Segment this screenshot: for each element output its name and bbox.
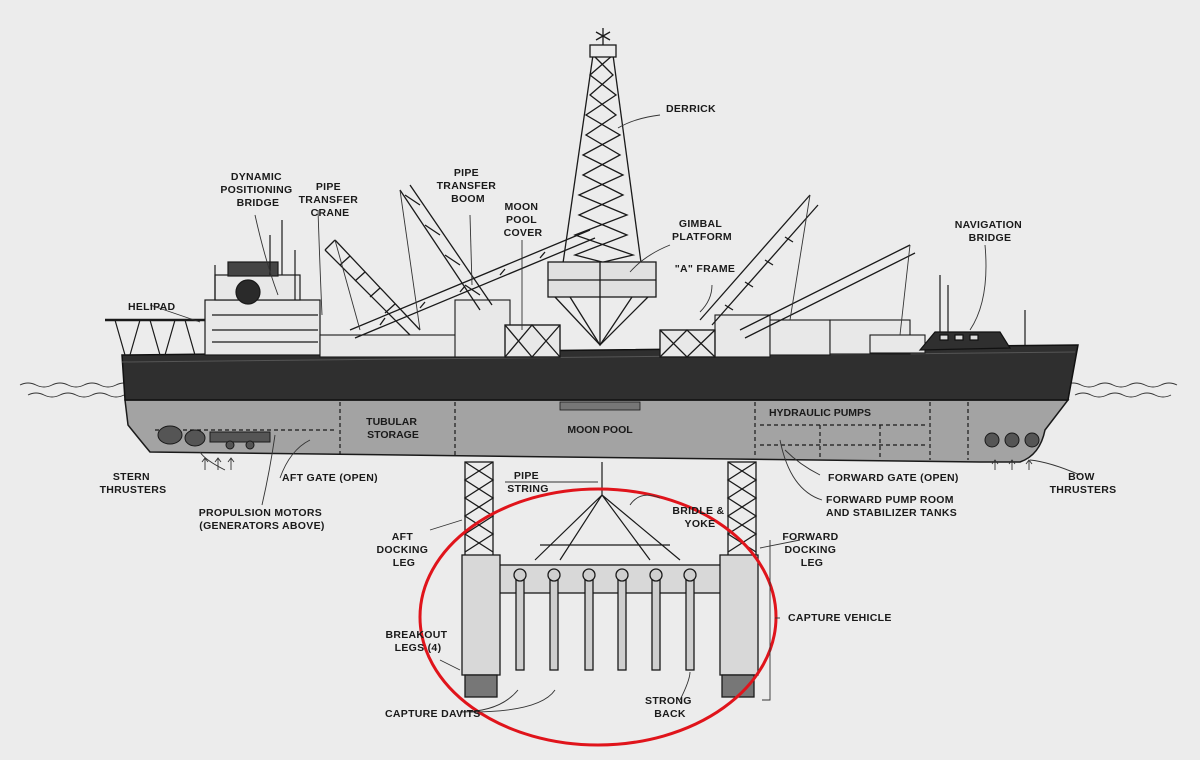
pipe-string-and-bridle: [534, 462, 681, 561]
label-bow-thrusters: BOW THRUSTERS: [1050, 471, 1117, 496]
label-aft-gate: AFT GATE (OPEN): [282, 472, 378, 484]
forward-crane-2: [739, 244, 916, 339]
label-forward-docking-leg: FORWARD DOCKING LEG: [782, 531, 841, 569]
derrick-tower: [561, 28, 643, 271]
deck-lattice: [504, 324, 716, 358]
forward-crane-1: [699, 194, 819, 326]
label-gimbal-platform: GIMBAL PLATFORM: [672, 218, 732, 243]
label-navigation-bridge: NAVIGATION BRIDGE: [955, 219, 1026, 244]
label-moon-pool: MOON POOL: [567, 424, 633, 436]
label-a-frame: "A" FRAME: [675, 263, 736, 275]
label-derrick: DERRICK: [666, 103, 716, 115]
bow-thruster-ports: [984, 432, 1040, 448]
aft-masts: [214, 220, 296, 300]
capture-davits: [513, 568, 697, 671]
aft-docking-leg: [463, 461, 495, 558]
label-capture-vehicle: CAPTURE VEHICLE: [788, 612, 892, 624]
crane-rigging: [334, 189, 911, 336]
label-tubular-storage: TUBULAR STORAGE: [366, 416, 420, 441]
helipad-structure: [105, 318, 205, 356]
label-pipe-string: PIPE STRING: [507, 470, 548, 495]
label-moon-pool-cover: MOON POOL COVER: [504, 201, 543, 239]
label-strong-back: STRONG BACK: [645, 695, 695, 720]
label-pipe-transfer-boom: PIPE TRANSFER BOOM: [437, 167, 500, 205]
label-propulsion-motors: PROPULSION MOTORS (GENERATORS ABOVE): [199, 507, 326, 532]
pipe-transfer-boom: [349, 229, 596, 339]
label-forward-gate: FORWARD GATE (OPEN): [828, 472, 959, 484]
label-stern-thrusters: STERN THRUSTERS: [100, 471, 167, 496]
aft-superstructure: [204, 261, 321, 356]
lower-hull: [124, 399, 1070, 463]
label-dynamic-positioning-bridge: DYNAMIC POSITIONING BRIDGE: [220, 171, 295, 209]
label-hydraulic-pumps: HYDRAULIC PUMPS: [769, 407, 871, 419]
navigation-bridge-structure: [918, 331, 1012, 351]
water-waves-right: [1064, 382, 1178, 398]
hull-compartments: [155, 402, 969, 460]
water-waves-left: [19, 382, 133, 398]
bow-masts: [939, 275, 1026, 345]
capture-vehicle-highlight: [418, 487, 778, 747]
label-breakout-legs: BREAKOUT LEGS (4): [385, 629, 450, 654]
label-pipe-transfer-crane: PIPE TRANSFER CRANE: [299, 181, 362, 219]
thruster-arrows: [201, 457, 1033, 470]
propulsion-machinery: [157, 425, 271, 450]
deck-machinery: [319, 299, 926, 358]
leader-lines: [149, 114, 1081, 713]
label-aft-docking-leg: AFT DOCKING LEG: [377, 531, 432, 569]
label-helipad: HELIPAD: [128, 301, 176, 313]
moon-pool-opening: [559, 401, 641, 411]
a-frame-structure: [547, 261, 657, 347]
label-bridle-yoke: BRIDLE & YOKE: [672, 505, 727, 530]
pipe-transfer-crane-mid: [399, 184, 493, 311]
label-capture-davits: CAPTURE DAVITS: [385, 708, 481, 720]
capture-vehicle-body: [461, 554, 759, 698]
label-forward-pump-room: FORWARD PUMP ROOM AND STABILIZER TANKS: [826, 494, 957, 519]
